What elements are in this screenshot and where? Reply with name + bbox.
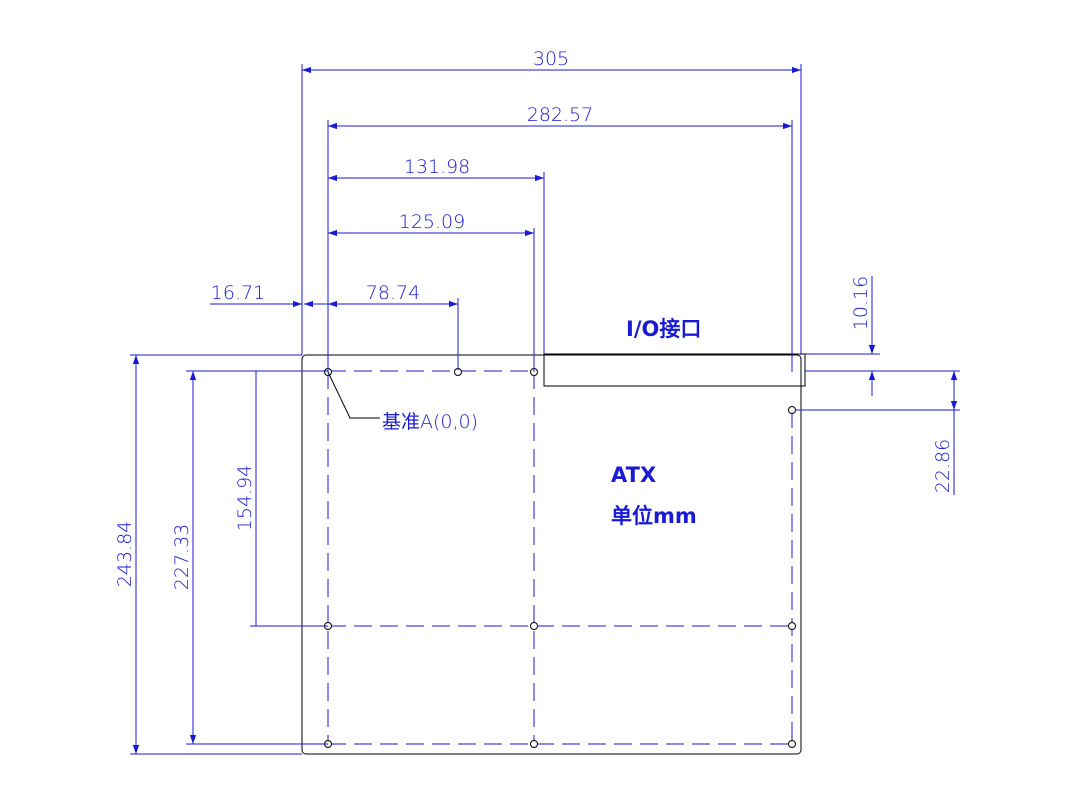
dim-text-131: 131.98 [404,156,470,178]
io-port-label: I/O接口 [626,317,701,341]
dim-text-22: 22.86 [932,439,954,493]
dim-text-154: 154.94 [234,465,256,531]
mounting-grid [327,370,793,745]
form-factor-label: ATX [611,463,656,487]
vertical-dimensions [132,276,958,754]
mount-hole [530,622,538,630]
mount-hole [788,622,796,630]
dim-text-243: 243.84 [114,521,136,587]
extension-lines [130,64,960,755]
dim-text-16: 16.71 [211,282,265,304]
dim-text-227: 227.33 [171,524,193,590]
dim-text-282: 282.57 [527,104,593,126]
board-outline [301,354,802,755]
io-port-outline [543,353,806,387]
mount-hole [788,406,796,414]
datum-leader [327,371,380,419]
dim-text-10: 10.16 [850,276,872,330]
mount-hole [530,740,538,748]
datum-label: 基准A(0,0) [382,411,478,433]
dim-text-78: 78.74 [366,282,420,304]
units-label: 单位mm [611,504,697,528]
dim-text-305: 305 [533,48,569,70]
horizontal-dimensions [210,66,801,308]
dim-text-125: 125.09 [399,211,465,233]
mount-hole [788,740,796,748]
